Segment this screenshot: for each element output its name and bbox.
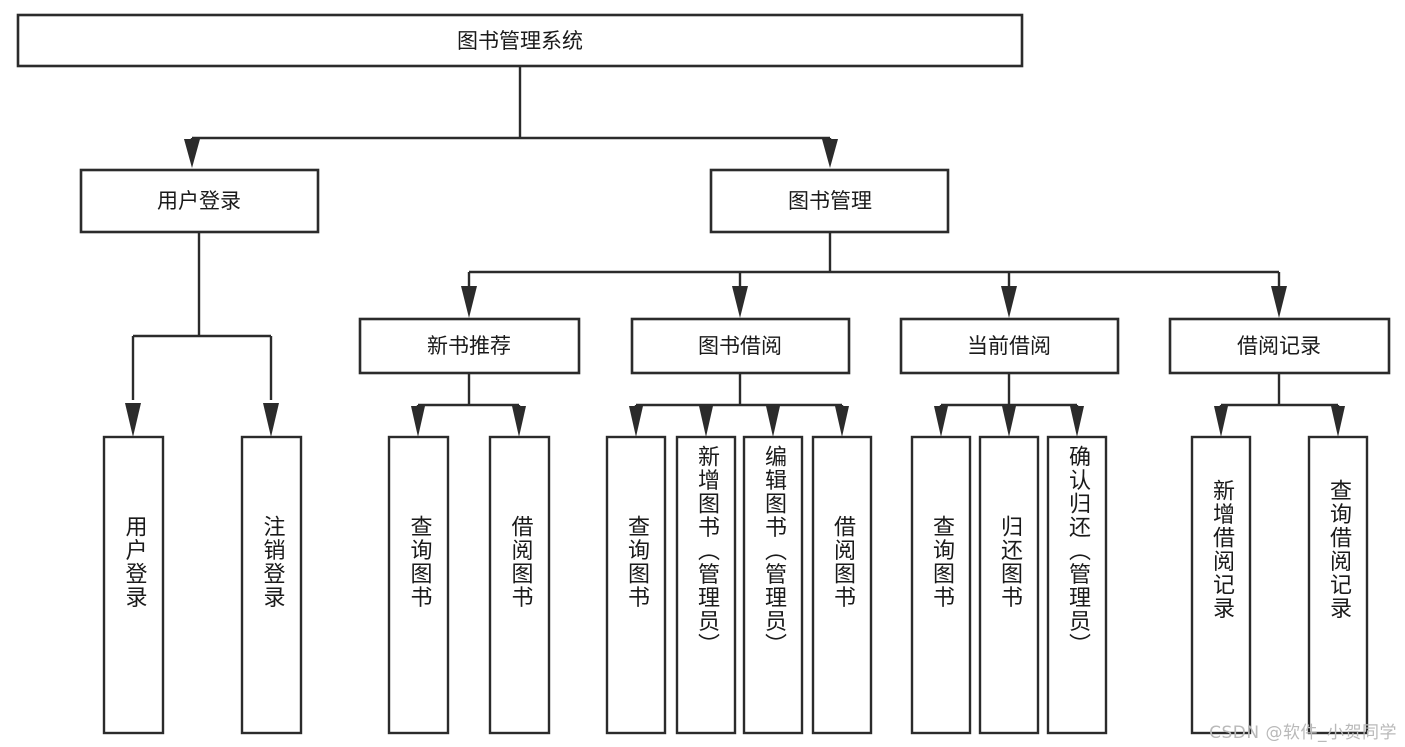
node-user-login[interactable]: 用户登录: [79, 168, 320, 234]
leaf-edit-book-box[interactable]: [742, 435, 804, 735]
arrow-to-leaf-add-record-icon: [1214, 406, 1228, 437]
leaf-query-book-3-box[interactable]: [910, 435, 972, 735]
leaf-add-book[interactable]: [675, 435, 737, 735]
connector-group-new-book-recommend-children: [411, 373, 526, 437]
arrow-to-borrow-record-icon: [1271, 286, 1287, 318]
leaf-confirm-return-box[interactable]: [1046, 435, 1108, 735]
node-current-borrow[interactable]: 当前借阅: [899, 317, 1120, 375]
arrow-to-leaf-query-book-3-icon: [934, 406, 948, 437]
leaf-query-book-3[interactable]: [910, 435, 972, 735]
node-book-borrow[interactable]: 图书借阅: [630, 317, 851, 375]
node-root-label: 图书管理系统: [457, 29, 583, 53]
node-book-management-label: 图书管理: [788, 189, 872, 213]
node-book-management-box[interactable]: [709, 168, 950, 234]
leaf-logout-login-box[interactable]: [240, 435, 303, 735]
arrow-to-new-book-recommend-icon: [461, 286, 477, 318]
leaf-return-book[interactable]: [978, 435, 1040, 735]
arrow-to-leaf-query-book-2-icon: [629, 406, 643, 437]
leaf-logout-login[interactable]: [240, 435, 303, 735]
connector-group-book-borrow-children: [629, 373, 849, 437]
node-current-borrow-label: 当前借阅: [967, 334, 1051, 358]
node-borrow-record-label: 借阅记录: [1237, 334, 1321, 358]
arrow-to-leaf-borrow-book-2-icon: [835, 406, 849, 437]
arrow-to-leaf-add-book-icon: [699, 406, 713, 437]
arrow-to-leaf-query-book-1-icon: [411, 406, 425, 437]
node-new-book-recommend-box[interactable]: [358, 317, 581, 375]
connector-group-user-login-children: [125, 233, 279, 437]
node-book-borrow-box[interactable]: [630, 317, 851, 375]
arrow-to-current-borrow-icon: [1001, 286, 1017, 318]
node-borrow-record-box[interactable]: [1168, 317, 1391, 375]
arrow-to-user-login-icon: [184, 139, 200, 168]
leaf-query-record[interactable]: [1307, 435, 1369, 735]
node-new-book-recommend-label: 新书推荐: [427, 334, 511, 358]
arrow-to-leaf-borrow-book-1-icon: [512, 406, 526, 437]
arrow-to-leaf-return-book-icon: [1002, 406, 1016, 437]
leaf-borrow-book-1[interactable]: [488, 435, 551, 735]
arrow-to-leaf-logout-login-icon: [263, 403, 279, 437]
leaf-user-login[interactable]: [102, 435, 165, 735]
arrow-to-leaf-user-login-icon: [125, 403, 141, 437]
leaf-query-book-1-box[interactable]: [387, 435, 450, 735]
leaf-borrow-book-2[interactable]: [811, 435, 873, 735]
leaf-return-book-box[interactable]: [978, 435, 1040, 735]
leaf-query-record-box[interactable]: [1307, 435, 1369, 735]
node-new-book-recommend[interactable]: 新书推荐: [358, 317, 581, 375]
leaf-edit-book[interactable]: [742, 435, 804, 735]
leaf-borrow-book-2-box[interactable]: [811, 435, 873, 735]
connector-group-root-to-level2: [184, 66, 838, 168]
leaf-confirm-return[interactable]: [1046, 435, 1108, 735]
csdn-watermark: CSDN @软件_小贺同学: [1209, 723, 1397, 743]
node-current-borrow-box[interactable]: [899, 317, 1120, 375]
leaf-query-book-2-box[interactable]: [605, 435, 667, 735]
arrow-to-book-management-icon: [822, 139, 838, 168]
leaf-user-login-box[interactable]: [102, 435, 165, 735]
arrow-to-leaf-confirm-return-icon: [1070, 406, 1084, 437]
node-book-borrow-label: 图书借阅: [698, 334, 782, 358]
leaf-add-book-box[interactable]: [675, 435, 737, 735]
arrow-to-book-borrow-icon: [732, 286, 748, 318]
node-user-login-box[interactable]: [79, 168, 320, 234]
node-borrow-record[interactable]: 借阅记录: [1168, 317, 1391, 375]
connector-group-current-borrow-children: [934, 373, 1084, 437]
node-root-box[interactable]: [16, 13, 1024, 68]
leaf-borrow-book-1-box[interactable]: [488, 435, 551, 735]
arrow-to-leaf-query-record-icon: [1331, 406, 1345, 437]
leaf-add-record[interactable]: [1190, 435, 1252, 735]
connector-group-book-management-children: [461, 233, 1287, 318]
connector-group-borrow-record-children: [1214, 373, 1345, 437]
node-user-login-label: 用户登录: [157, 189, 241, 213]
leaf-add-record-box[interactable]: [1190, 435, 1252, 735]
leaf-query-book-2[interactable]: [605, 435, 667, 735]
arrow-to-leaf-edit-book-icon: [766, 406, 780, 437]
leaf-query-book-1[interactable]: [387, 435, 450, 735]
node-book-management[interactable]: 图书管理: [709, 168, 950, 234]
node-root[interactable]: 图书管理系统: [16, 13, 1024, 68]
